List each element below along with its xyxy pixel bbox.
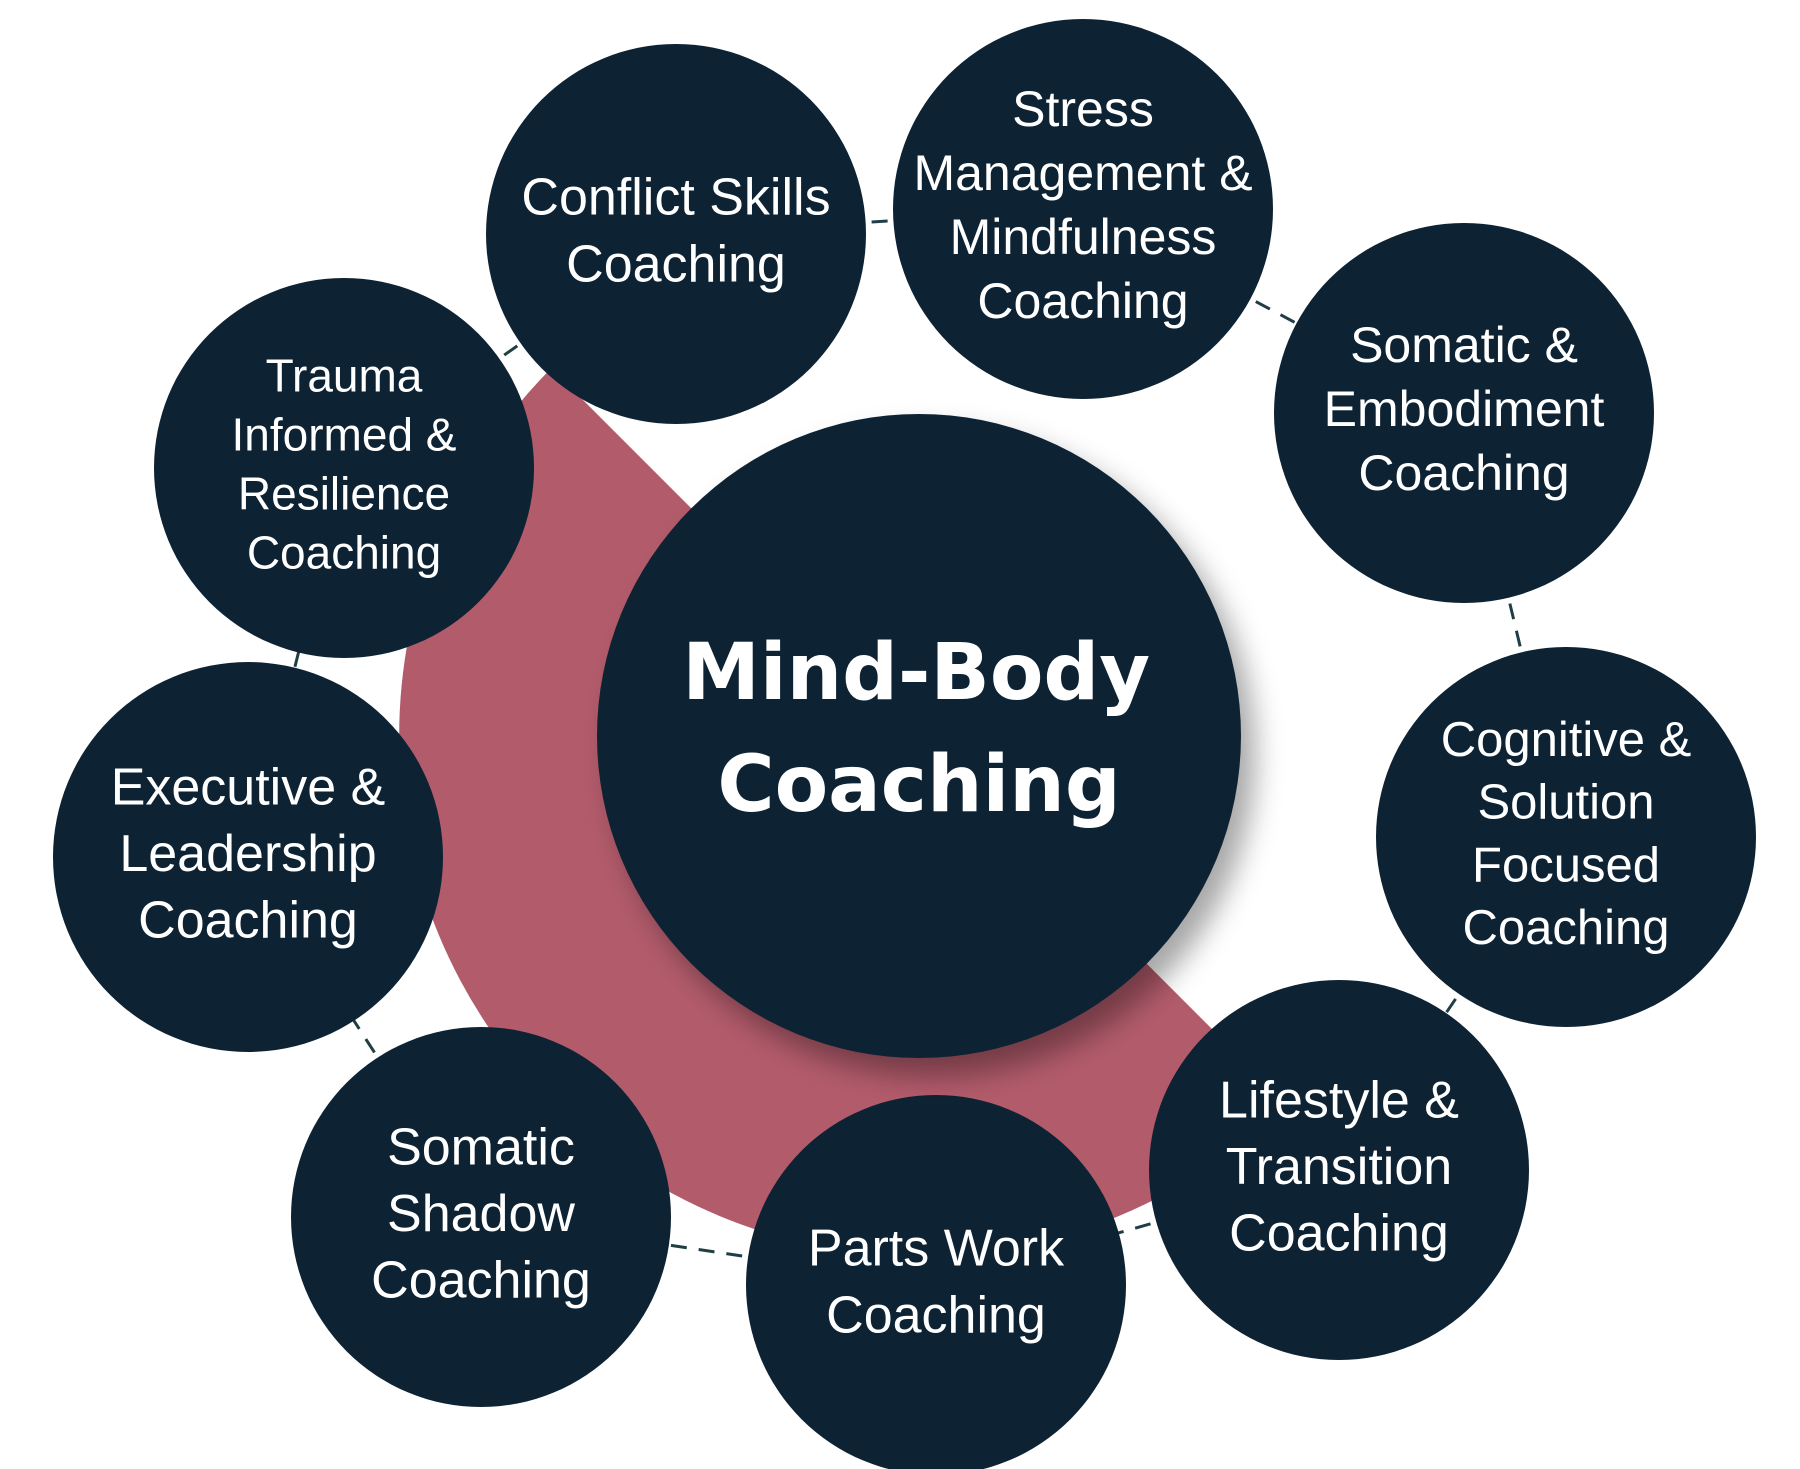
node-label-line: Coaching <box>1229 1204 1449 1262</box>
node-circle-cognitive-solution <box>1376 647 1756 1027</box>
node-circle-executive-leadership <box>53 662 443 1052</box>
node-label-line: Transition <box>1226 1138 1452 1196</box>
node-label-line: Cognitive & <box>1441 713 1692 767</box>
node-circle-trauma-informed <box>154 278 534 658</box>
node-label-line: Somatic <box>387 1118 575 1176</box>
node-label-line: Resilience <box>238 468 450 520</box>
node-circle-stress-management <box>893 19 1273 399</box>
node-label-line: Coaching <box>247 526 441 578</box>
center-node: Mind-Body Coaching <box>597 414 1241 1058</box>
node-label-line: Coaching <box>826 1286 1046 1344</box>
node-label-line: Coaching <box>977 273 1188 329</box>
node-label-line: Coaching <box>371 1251 591 1309</box>
node-circle-somatic-shadow <box>291 1027 671 1407</box>
node-label-line: Management & <box>913 145 1252 201</box>
node-label-line: Coaching <box>1358 445 1569 501</box>
node-label-line: Coaching <box>566 235 786 293</box>
node-label-line: Shadow <box>387 1185 575 1243</box>
connector-parts-work-to-somatic-shadow <box>480 1215 937 1287</box>
node-label-line: Lifestyle & <box>1219 1071 1459 1129</box>
node-label-line: Trauma <box>266 350 423 402</box>
node-label-line: Coaching <box>138 891 358 949</box>
node-label-line: Coaching <box>1462 901 1669 955</box>
node-label-line: Parts Work <box>808 1219 1065 1277</box>
node-label-line: Embodiment <box>1324 381 1605 437</box>
node-label-line: Solution <box>1477 776 1654 830</box>
center-label: Mind-Body Coaching <box>682 628 1155 830</box>
node-label-line: Leadership <box>119 825 376 883</box>
center-circle <box>597 414 1241 1058</box>
node-label-line: Somatic & <box>1350 317 1578 373</box>
node-label-line: Executive & <box>111 758 386 816</box>
node-circle-lifestyle-transition <box>1149 980 1529 1360</box>
node-label-line: Informed & <box>232 409 457 461</box>
node-label-line: Stress <box>1012 81 1154 137</box>
node-circle-parts-work <box>746 1095 1126 1469</box>
node-circle-somatic-embodiment <box>1274 223 1654 603</box>
node-label-line: Conflict Skills <box>521 168 830 226</box>
node-label-line: Focused <box>1472 838 1660 892</box>
center-label-line-2: Coaching <box>717 740 1120 830</box>
node-circle-conflict-skills <box>486 44 866 424</box>
node-label-line: Mindfulness <box>950 209 1217 265</box>
center-label-line-1: Mind-Body <box>682 628 1150 718</box>
